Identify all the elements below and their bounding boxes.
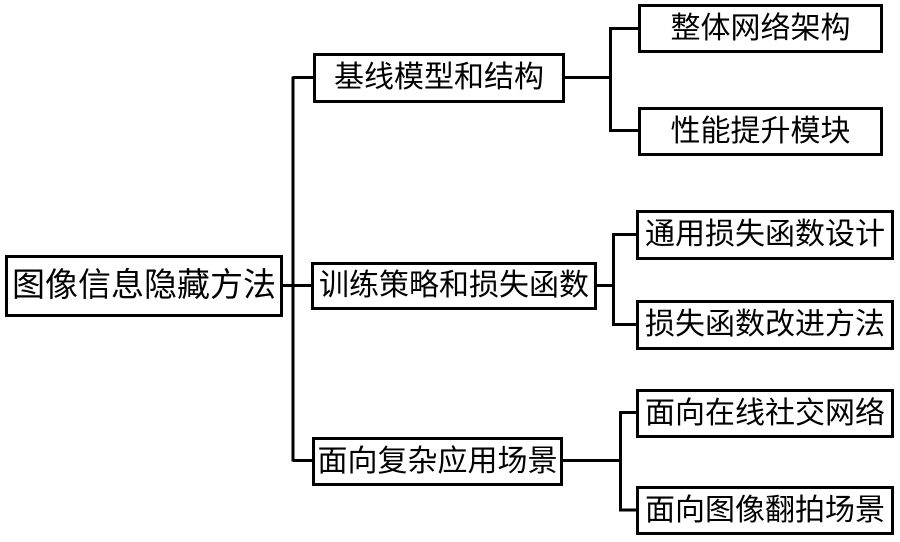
connector-branch1-split xyxy=(565,27,638,132)
branch-node-complex-application-scenarios: 面向复杂应用场景 xyxy=(312,437,563,486)
branch-node-training-strategy-loss: 训练策略和损失函数 xyxy=(311,262,597,310)
root-node-image-information-hiding: 图像信息隐藏方法 xyxy=(5,255,283,317)
leaf-node-overall-network-architecture: 整体网络架构 xyxy=(638,4,883,53)
leaf-node-image-recapture-scenarios: 面向图像翻拍场景 xyxy=(636,486,894,535)
leaf-node-general-loss-function-design: 通用损失函数设计 xyxy=(636,210,894,260)
connector-branch3-split xyxy=(563,411,636,512)
leaf-node-loss-function-improvement-methods: 损失函数改进方法 xyxy=(636,300,894,350)
connector-branch2-split xyxy=(597,233,636,326)
leaf-node-performance-improvement-modules: 性能提升模块 xyxy=(638,107,883,156)
branch-node-baseline-models: 基线模型和结构 xyxy=(313,53,565,103)
leaf-node-online-social-networks: 面向在线社交网络 xyxy=(636,389,894,438)
